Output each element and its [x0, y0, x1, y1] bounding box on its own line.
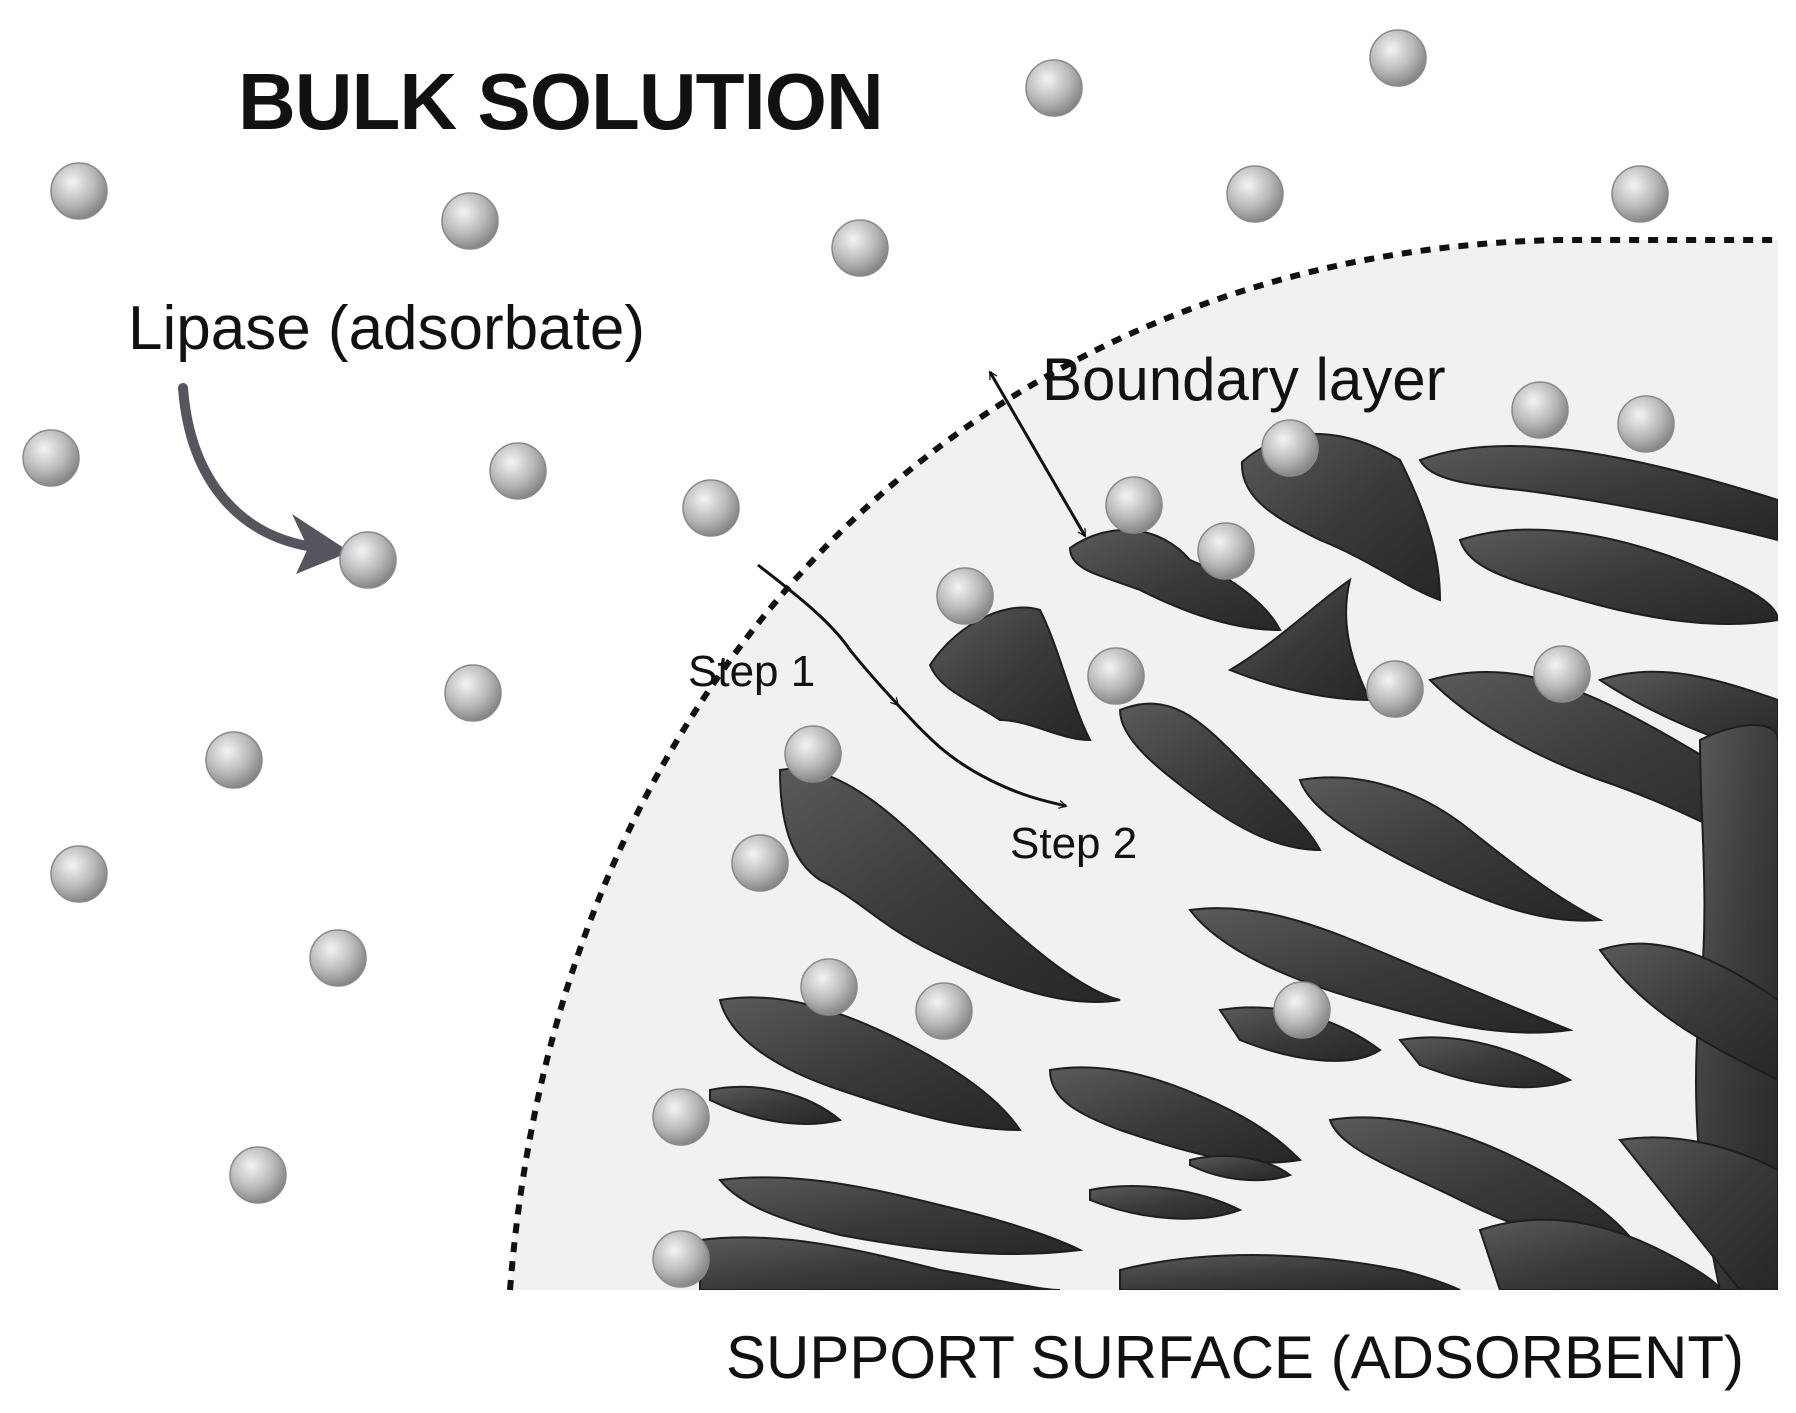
lipase-particle-1: [1025, 59, 1083, 117]
adsorbent-pore-6: [1227, 577, 1372, 702]
adsorbate-pointer-arrow: [178, 383, 327, 553]
lipase-particle-17: [1617, 395, 1675, 453]
lipase-particles: [22, 29, 1675, 1288]
lipase-particle-24: [50, 845, 108, 903]
step-1-arrow: [757, 563, 900, 707]
lipase-particle-22: [1366, 660, 1424, 718]
adsorbent-pore-25: [1119, 1254, 1461, 1290]
lipase-particle-14: [936, 567, 994, 625]
lipase-particle-32: [652, 1230, 710, 1288]
adsorbent-pore-23: [1189, 1154, 1293, 1182]
adsorbent-pore-4: [928, 606, 1092, 742]
lipase-particle-27: [800, 958, 858, 1016]
boundary-layer-label: Boundary layer: [1042, 346, 1446, 413]
adsorbent-pore-20: [709, 1085, 843, 1125]
lipase-particle-31: [229, 1146, 287, 1204]
adsorbent-pore-21: [718, 1176, 1084, 1255]
step-2-arrow: [896, 703, 1068, 809]
boundary-layer-arrow: [988, 370, 1087, 538]
lipase-particle-20: [784, 725, 842, 783]
adsorbent-pore-26: [1478, 1218, 1722, 1290]
adsorbent-pore-22: [1089, 1185, 1243, 1220]
adsorbent-pore-12: [778, 767, 1121, 1003]
adsorbent-pore-27: [1618, 1136, 1778, 1290]
lipase-particle-8: [22, 429, 80, 487]
adsorbent-pore-9: [1298, 776, 1604, 922]
adsorbent-pore-15: [718, 996, 1022, 1132]
adsorbent-pore-13: [1188, 907, 1574, 1034]
lipase-particle-13: [1197, 522, 1255, 580]
adsorbent-pore-16: [1048, 1066, 1303, 1164]
lipase-particle-4: [441, 192, 499, 250]
adsorbent-pore-24: [699, 1236, 1061, 1290]
lipase-particle-15: [1261, 419, 1319, 477]
lipase-particle-29: [1273, 981, 1331, 1039]
adsorbent-pore-2: [1418, 444, 1778, 542]
support-surface-label: SUPPORT SURFACE (ADSORBENT): [726, 1324, 1744, 1391]
lipase-particle-12: [1105, 476, 1163, 534]
lipase-particle-2: [1369, 29, 1427, 87]
lipase-particle-6: [1226, 165, 1284, 223]
lipase-particle-18: [444, 664, 502, 722]
lipase-particle-7: [1611, 165, 1669, 223]
lipase-particle-26: [309, 929, 367, 987]
adsorbent-pore-19: [1398, 1036, 1573, 1089]
lipase-particle-25: [731, 834, 789, 892]
adsorbent-pore-14: [1598, 942, 1778, 1082]
adsorbent-pores: [699, 433, 1778, 1290]
lipase-particle-16: [1511, 381, 1569, 439]
adsorbate-label: Lipase (adsorbate): [128, 294, 645, 363]
adsorbate-pointer-arrowhead: [292, 514, 350, 574]
lipase-particle-23: [1533, 645, 1591, 703]
lipase-particle-30: [652, 1088, 710, 1146]
lipase-particle-3: [50, 162, 108, 220]
step-1-label: Step 1: [688, 647, 816, 696]
adsorbent-pore-7: [1458, 528, 1778, 625]
bulk-solution-label: BULK SOLUTION: [238, 57, 884, 146]
adsorbent-pore-3: [1068, 529, 1282, 632]
lipase-particle-9: [489, 442, 547, 500]
lipase-particle-5: [831, 219, 889, 277]
adsorbent-pore-5: [1118, 702, 1322, 852]
lipase-particle-21: [1087, 647, 1145, 705]
step-2-label: Step 2: [1010, 819, 1138, 868]
lipase-particle-28: [915, 982, 973, 1040]
lipase-particle-10: [682, 479, 740, 537]
lipase-particle-11: [339, 531, 397, 589]
lipase-particle-19: [205, 731, 263, 789]
